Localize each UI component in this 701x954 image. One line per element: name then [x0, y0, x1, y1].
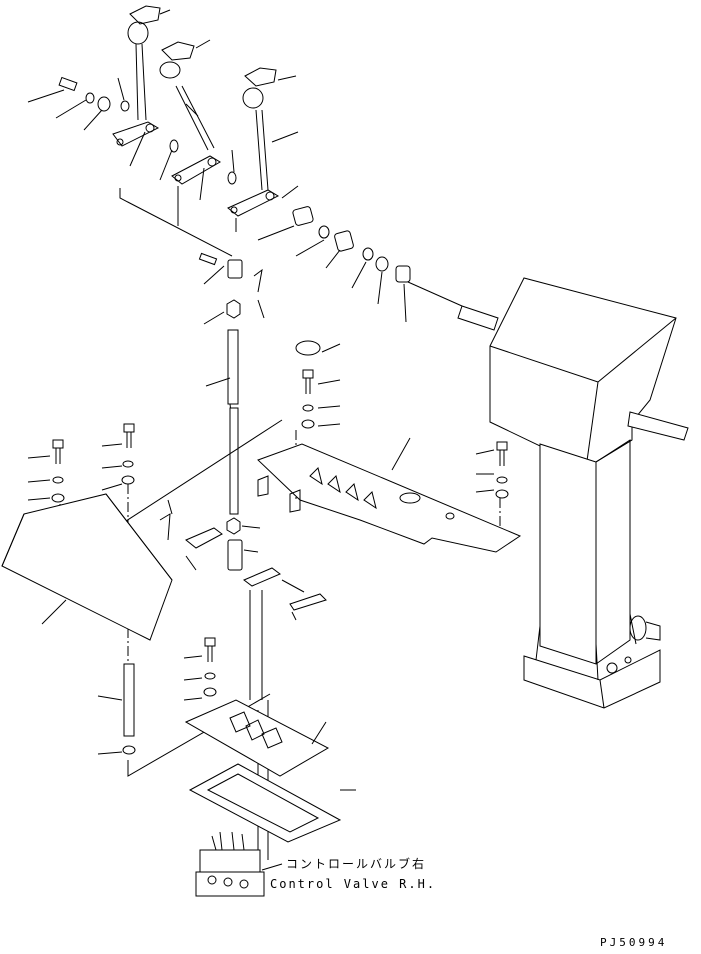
- lever-assembly-middle: [159, 41, 221, 185]
- control-valve-english-label: Control Valve R.H.: [270, 877, 436, 891]
- control-console: [457, 277, 689, 709]
- control-valve-rh: [195, 831, 283, 897]
- control-valve-japanese-label: コントロールバルブ右: [286, 856, 426, 871]
- rod-assembly: [198, 252, 265, 571]
- drawing-code: PJ50994: [600, 936, 667, 949]
- clevis-links: [159, 499, 327, 621]
- gasket-plate: [188, 763, 356, 843]
- lever-assembly-right: [227, 67, 280, 217]
- left-cover: [1, 493, 173, 641]
- top-hardware: [58, 76, 411, 283]
- mounting-plate: [257, 437, 522, 553]
- leader-lines-top: [27, 9, 407, 323]
- reference-lines: [119, 186, 463, 307]
- lever-assembly-left: [112, 5, 161, 147]
- bolts-and-washers: [27, 340, 509, 755]
- lower-cover-plate: [184, 699, 330, 777]
